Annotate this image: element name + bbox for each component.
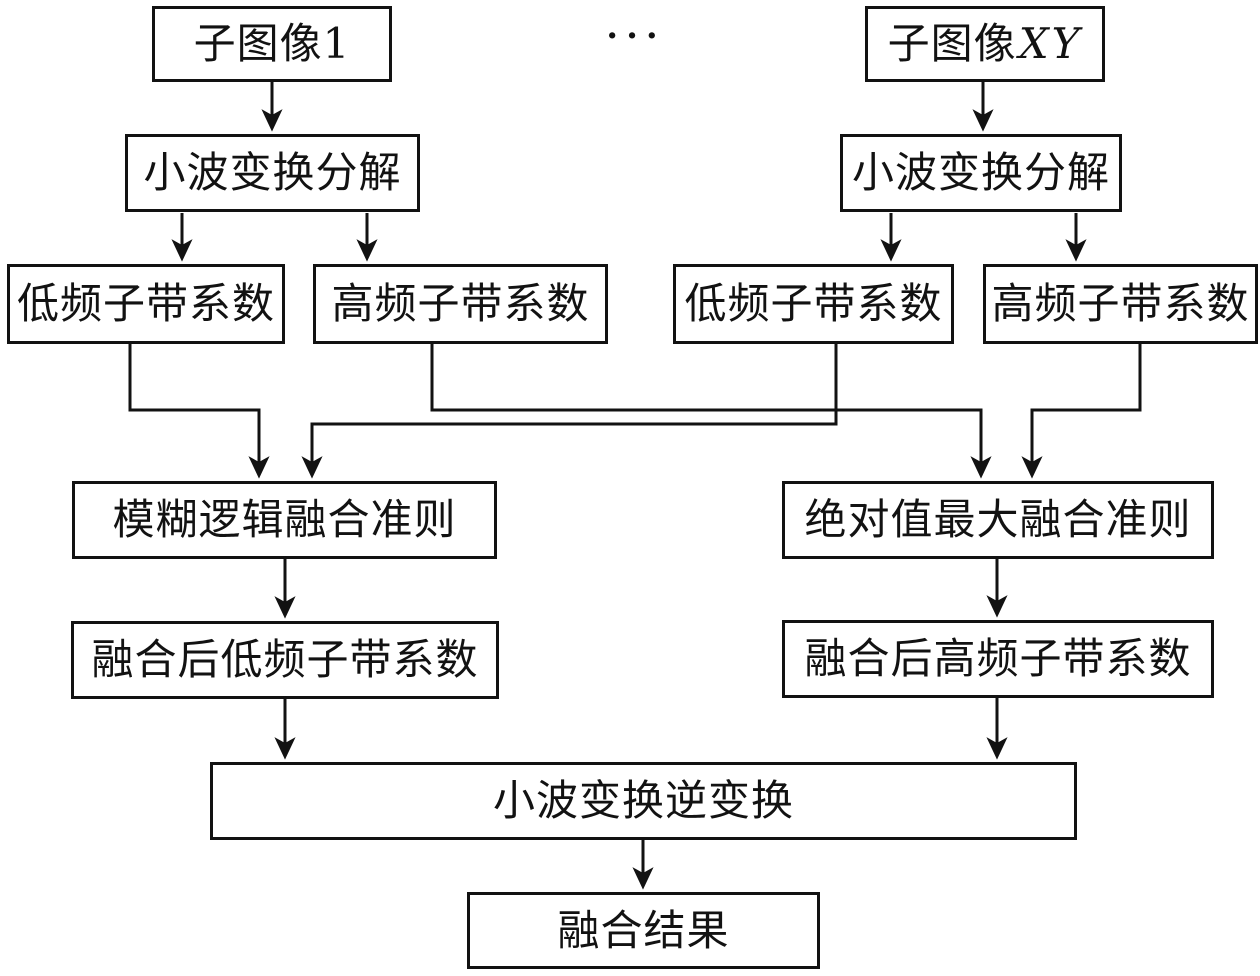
node-label: 绝对值最大融合准则	[804, 495, 1192, 544]
connector-lowfreqR-to-fuzzy	[301, 344, 838, 479]
node-low-freq-left: 低频子带系数	[7, 264, 285, 344]
node-label: 模糊逻辑融合准则	[112, 495, 457, 544]
node-sub-image-1: 子图像1	[152, 6, 392, 82]
node-fused-high-freq: 融合后高频子带系数	[782, 620, 1214, 698]
node-label: 低频子带系数	[684, 279, 943, 328]
node-label: 低频子带系数	[16, 279, 275, 328]
node-label: 小波变换分解	[143, 148, 402, 197]
ellipsis-more-subimages: ···	[606, 16, 666, 56]
node-abs-max-fusion-rule: 绝对值最大融合准则	[782, 481, 1214, 559]
node-label: 小波变换逆变换	[492, 776, 794, 825]
node-fuzzy-logic-fusion-rule: 模糊逻辑融合准则	[72, 481, 497, 559]
node-label-variable: XY	[1018, 19, 1083, 68]
connector-highfreqR-to-absmax	[1021, 344, 1142, 479]
node-label: 融合后高频子带系数	[804, 634, 1192, 683]
node-wavelet-decompose-right: 小波变换分解	[840, 134, 1122, 212]
node-high-freq-right: 高频子带系数	[983, 264, 1258, 344]
connector-lowfreqL-to-fuzzy	[128, 344, 270, 479]
node-label: 融合结果	[557, 905, 730, 955]
node-low-freq-right: 低频子带系数	[673, 264, 954, 344]
node-fused-low-freq: 融合后低频子带系数	[71, 621, 499, 699]
node-high-freq-left: 高频子带系数	[313, 264, 608, 344]
node-label: 子图像	[887, 19, 1017, 68]
node-inverse-wavelet: 小波变换逆变换	[210, 762, 1077, 840]
node-fusion-result: 融合结果	[467, 892, 820, 969]
connector-highfreqL-to-absmax	[430, 344, 992, 479]
node-label: 融合后低频子带系数	[91, 635, 479, 684]
node-label: 小波变换分解	[851, 148, 1110, 197]
node-label: 高频子带系数	[331, 279, 590, 328]
node-wavelet-decompose-left: 小波变换分解	[125, 134, 420, 212]
node-label: 高频子带系数	[991, 279, 1250, 328]
node-label: 子图像1	[193, 19, 351, 68]
